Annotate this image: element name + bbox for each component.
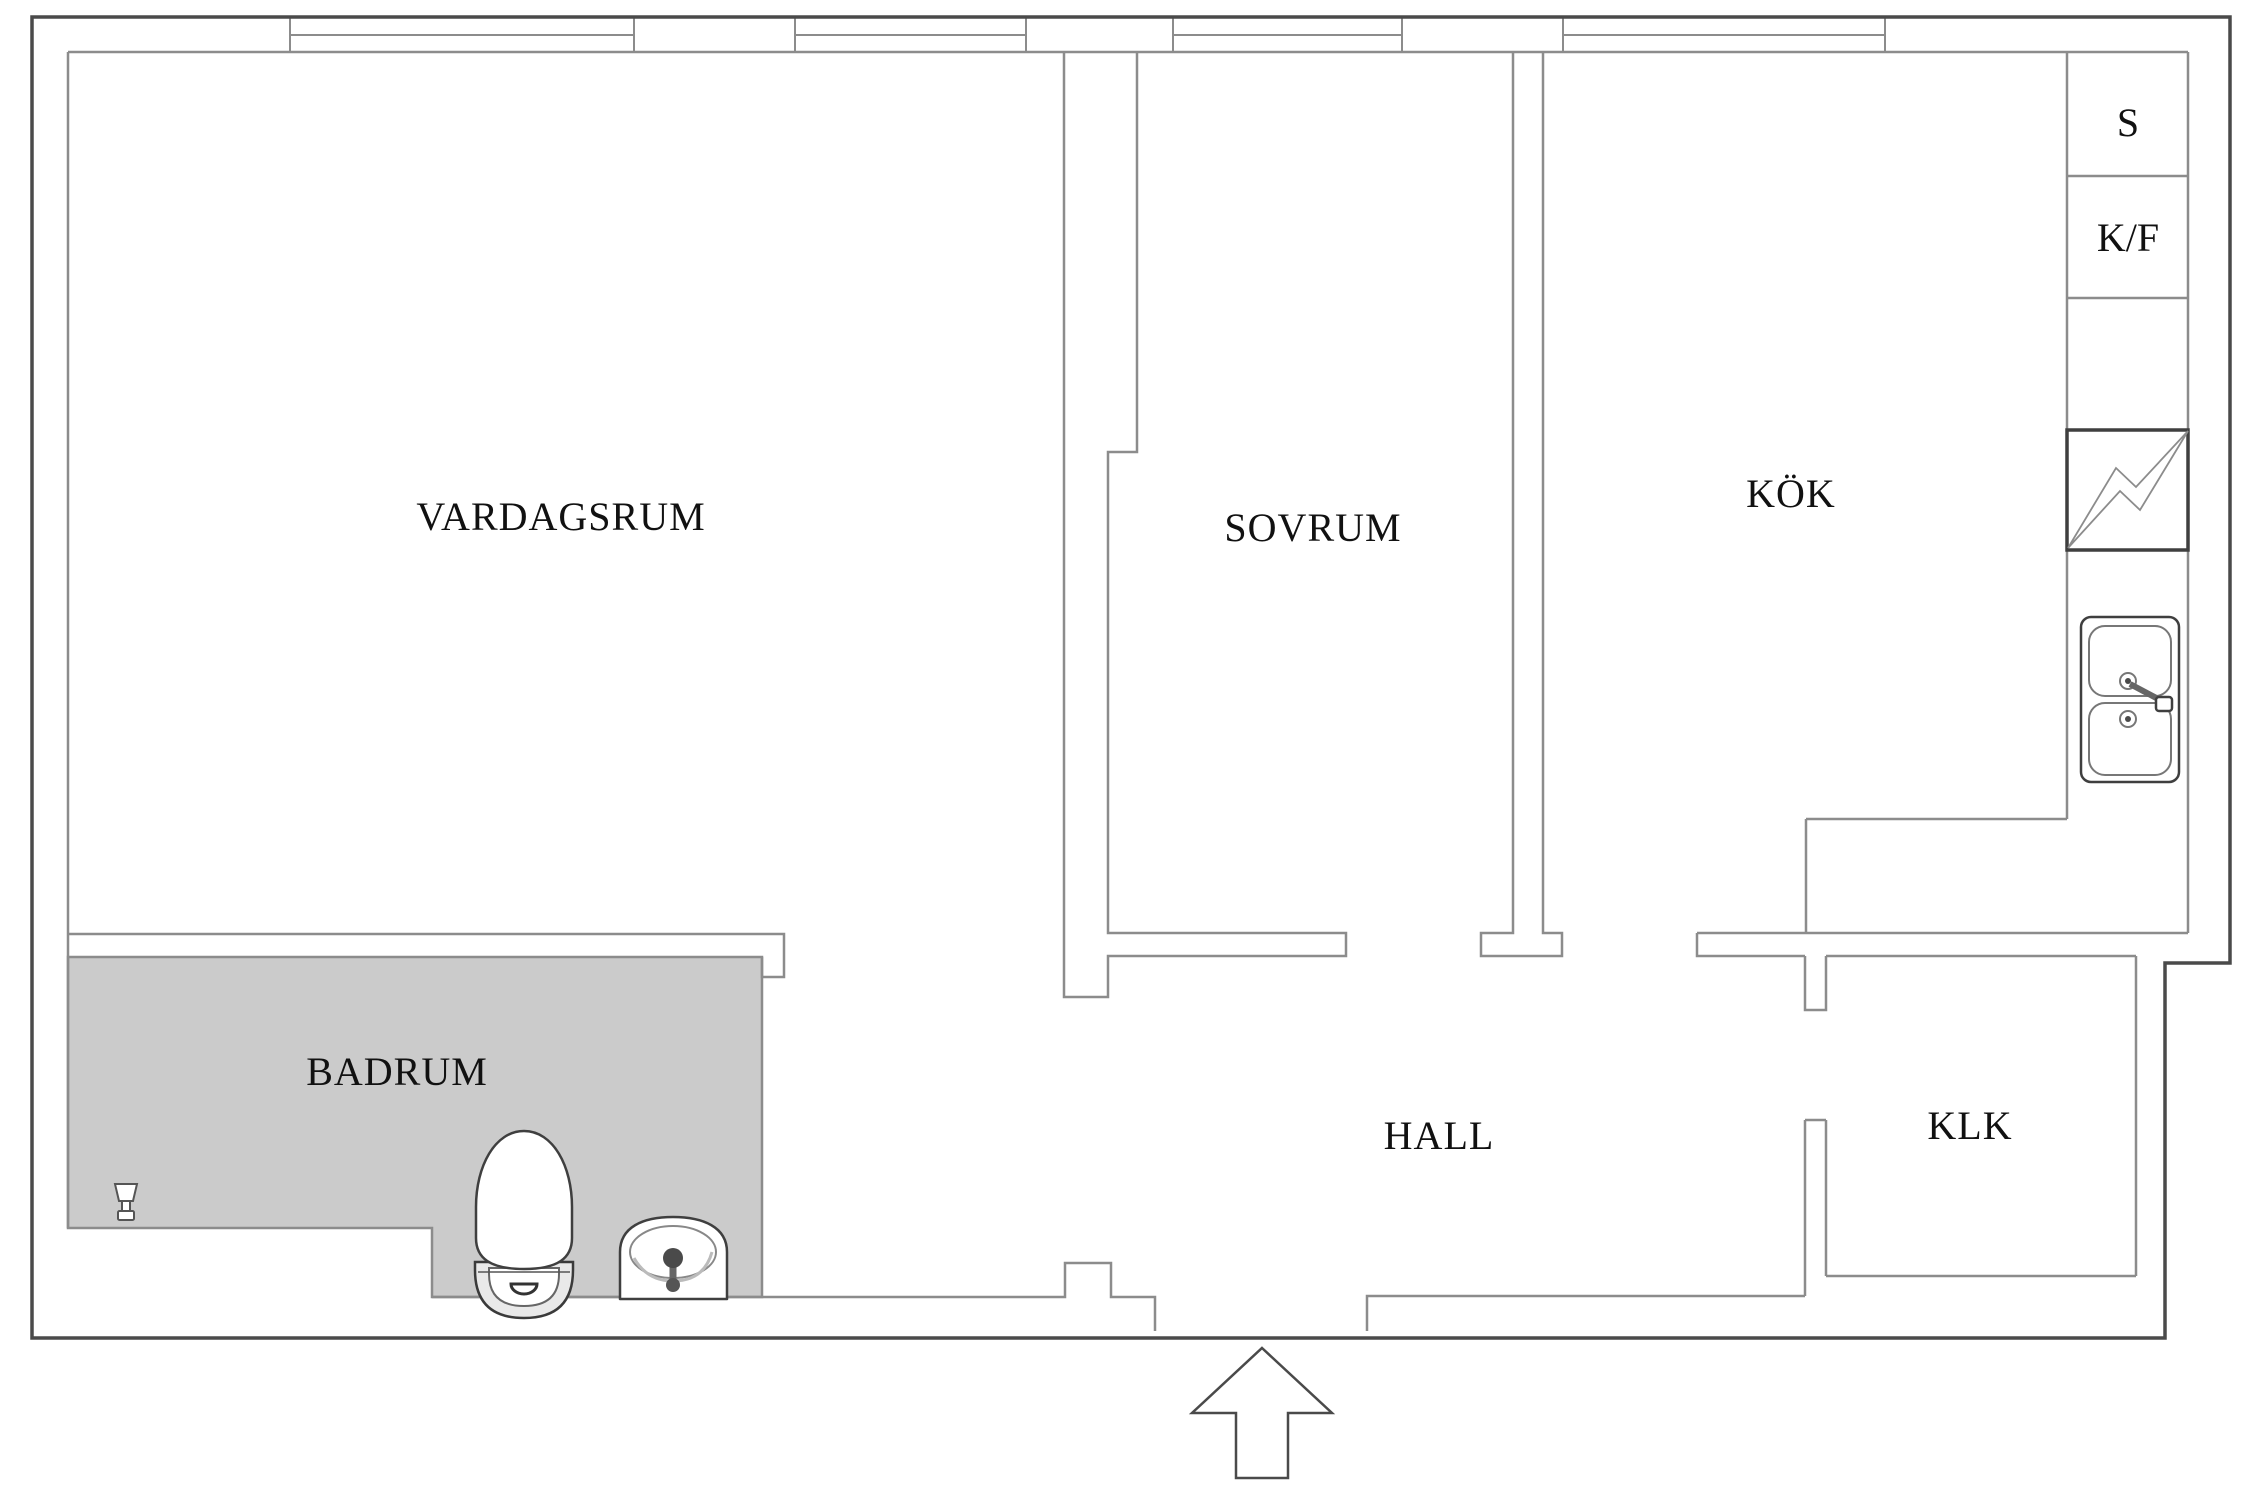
washbasin-icon	[618, 1215, 729, 1301]
unit-label-fridge-freezer: K/F	[2097, 215, 2159, 260]
window-vardagsrum-right	[794, 17, 1027, 52]
toilet-icon	[473, 1129, 575, 1320]
room-label-vardagsrum: VARDAGSRUM	[416, 494, 705, 539]
window-sovrum	[1172, 17, 1403, 52]
lightning-stove-icon	[2065, 428, 2190, 552]
double-sink-icon	[2079, 615, 2181, 784]
room-label-klk: KLK	[1927, 1103, 2012, 1148]
windows	[289, 17, 1886, 52]
entrance-arrow-icon	[1188, 1346, 1336, 1480]
floor-valve-icon	[113, 1183, 139, 1221]
room-labels: VARDAGSRUM SOVRUM KÖK BADRUM HALL KLK S …	[306, 100, 2159, 1158]
window-vardagsrum-left	[289, 17, 635, 52]
room-label-kok: KÖK	[1746, 471, 1836, 516]
window-kok	[1562, 17, 1886, 52]
room-label-sovrum: SOVRUM	[1224, 505, 1401, 550]
unit-label-cabinet: S	[2117, 100, 2139, 145]
room-label-badrum: BADRUM	[306, 1049, 488, 1094]
room-label-hall: HALL	[1384, 1113, 1495, 1158]
outer-wall-outline	[30, 15, 2232, 1340]
